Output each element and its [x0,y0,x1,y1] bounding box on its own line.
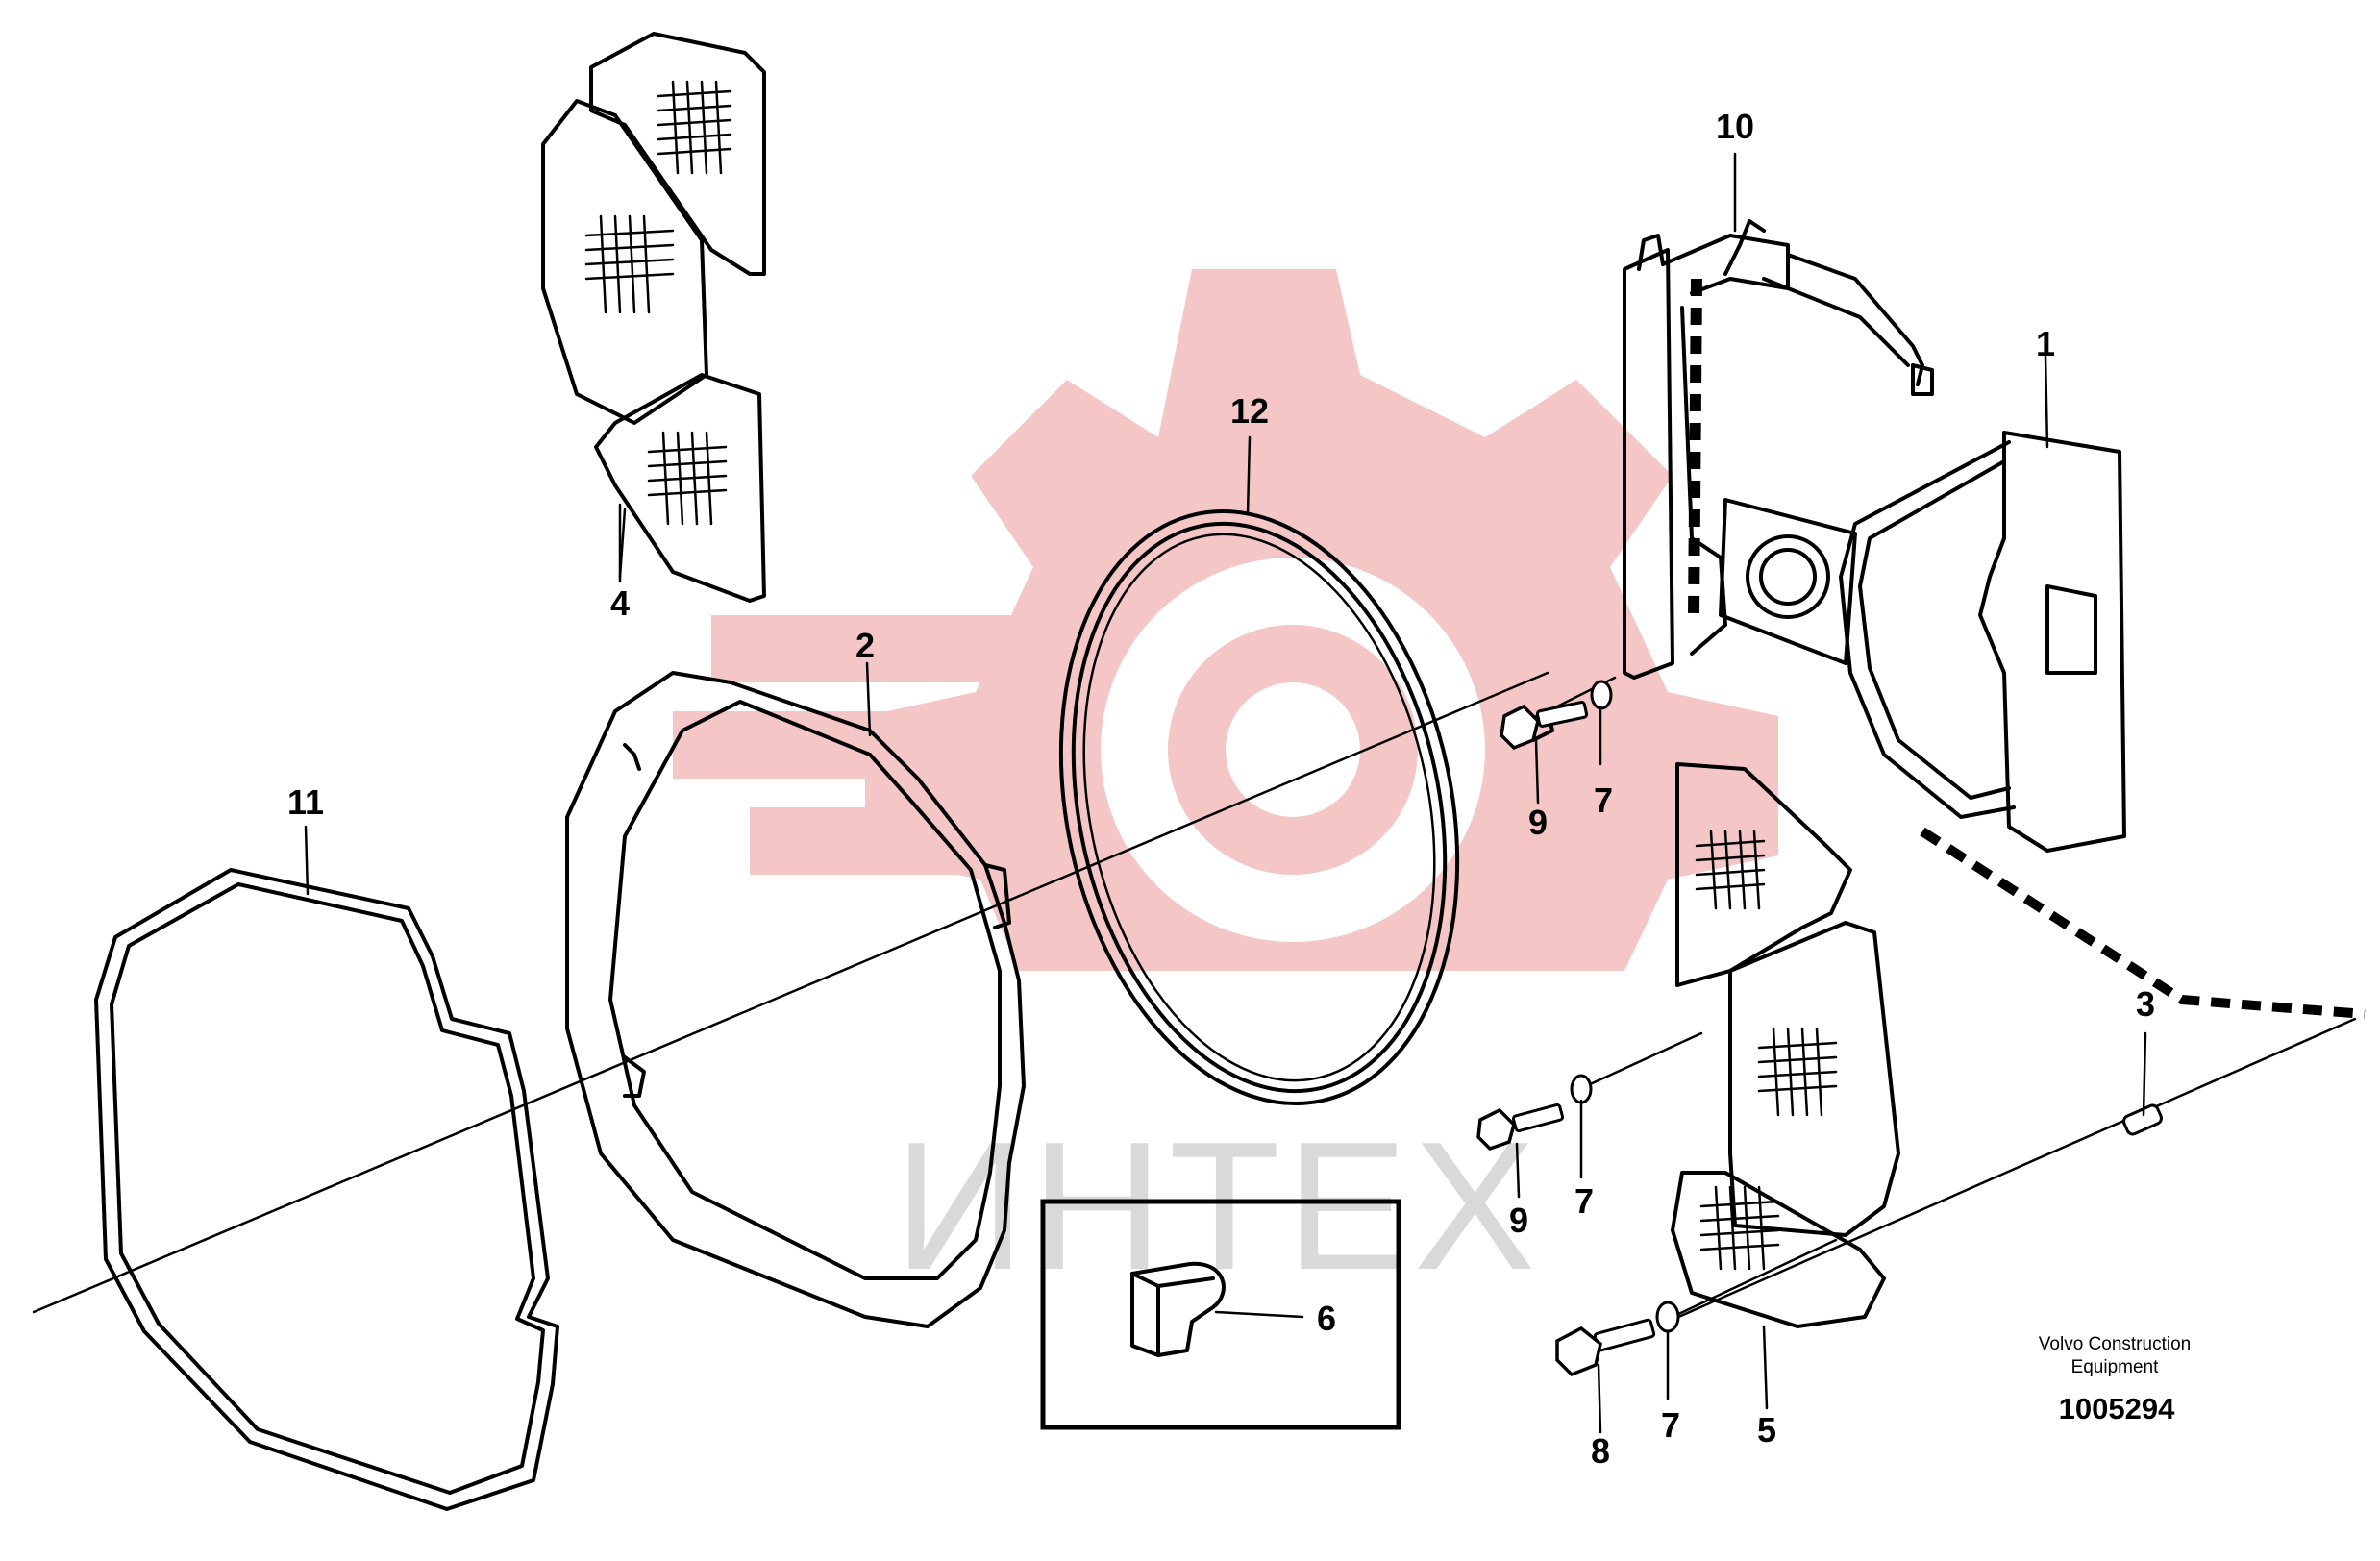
part-12-seal-ring [1058,508,1460,1106]
part-4-mesh-guard [541,32,766,603]
credit-line-1: Volvo Construction [2038,1334,2192,1354]
credit-line-2: Equipment [2070,1356,2159,1377]
callout-10: 10 [1715,107,1755,146]
washer-7-middle [1570,1074,1593,1104]
hose-dashed-lower [1920,827,2366,1019]
document-number: 1005294 [2058,1392,2175,1425]
part-10-radiator-bracket [1623,219,1934,680]
hose-dashed-upper [1688,278,1702,616]
callout-7-lower: 7 [1660,1405,1681,1445]
callout-7-upper: 7 [1593,780,1614,820]
part-3-rod [1666,1017,2357,1324]
bolt-8 [1555,1238,1838,1377]
callout-3: 3 [2135,984,2156,1024]
callout-6: 6 [1316,1299,1337,1338]
callout-2: 2 [855,626,876,665]
callout-7-middle: 7 [1574,1181,1595,1221]
watermark-text: ИНТЕХ [894,1104,1542,1308]
leader-lines [304,152,2147,1434]
callout-9-lower: 9 [1508,1201,1529,1240]
part-1-fan-frame [1719,431,2126,853]
bolt-9-upper [1500,676,1617,751]
bolt-9-lower [1476,1031,1703,1152]
credit-text: Volvo Construction Equipment [2039,1333,2191,1379]
callout-1: 1 [2035,324,2056,363]
part-2-shroud [565,671,1026,1328]
callout-11: 11 [286,782,325,822]
callout-8: 8 [1590,1431,1611,1471]
part-6-clip [1130,1261,1226,1357]
inset-box [1040,1199,1401,1430]
washer-7-upper [1590,680,1613,710]
callout-5: 5 [1756,1410,1777,1450]
callout-4: 4 [609,583,631,623]
part-11-ring [94,868,559,1511]
part-5-mesh-guard [1671,762,1900,1328]
callout-12: 12 [1229,391,1270,431]
axis-line [32,671,1549,1314]
callout-9-upper: 9 [1527,803,1549,842]
washer-7-lower [1655,1301,1680,1333]
